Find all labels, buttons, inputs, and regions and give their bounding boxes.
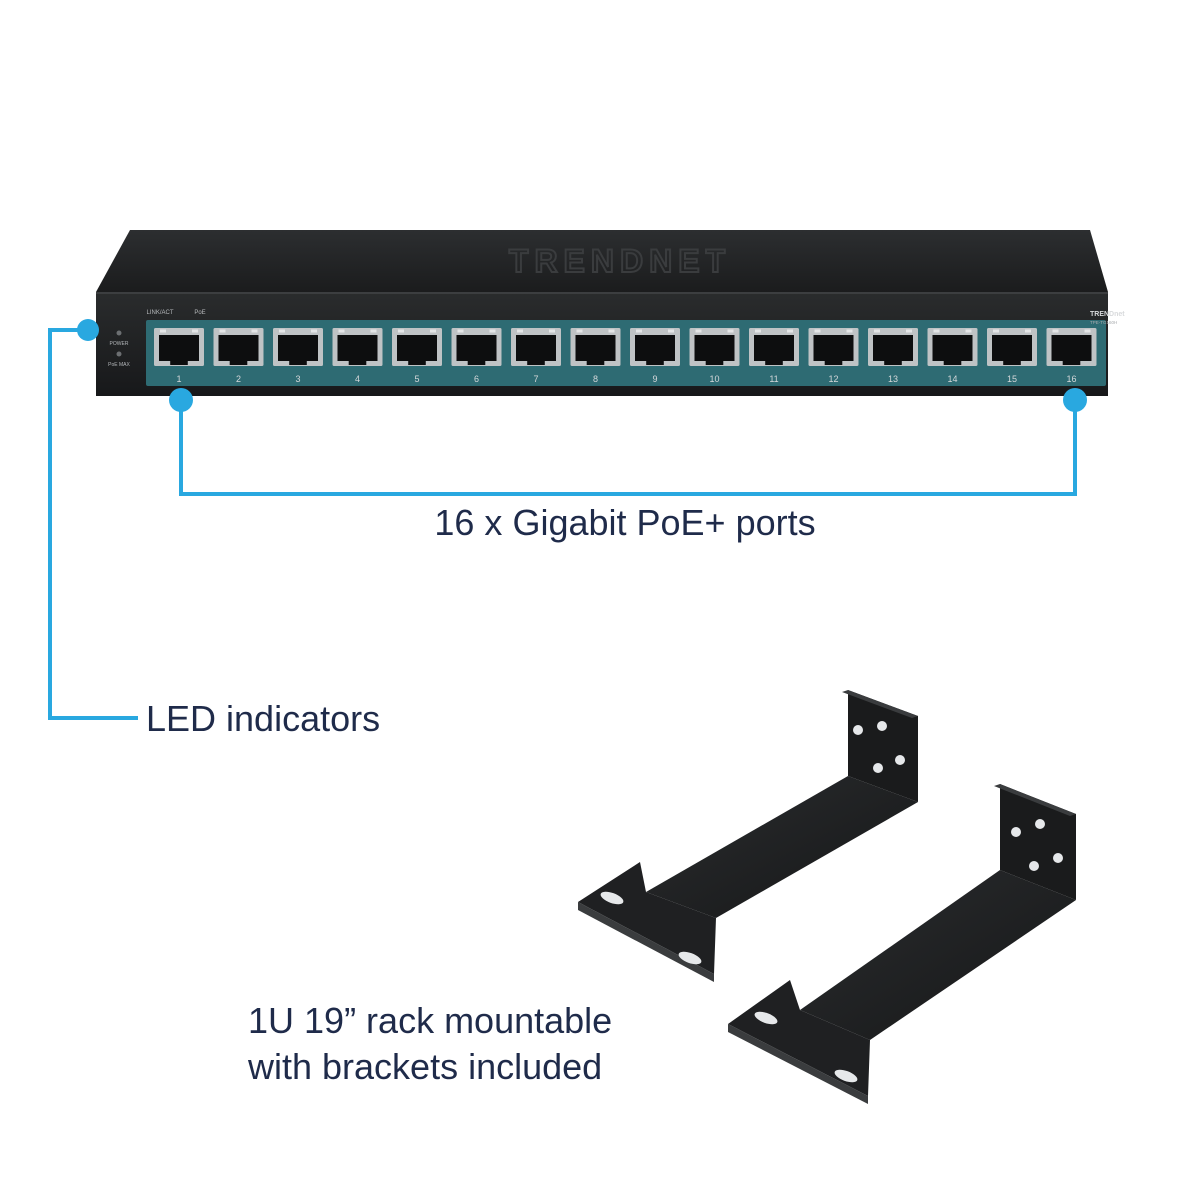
brand-label: TRENDnet bbox=[1090, 311, 1125, 318]
rack-bracket-icon bbox=[578, 690, 918, 982]
rj45-port-icon[interactable]: 3 bbox=[273, 328, 323, 384]
port-number-label: 9 bbox=[652, 374, 657, 384]
power-led-label: POWER bbox=[110, 341, 129, 347]
led-callout bbox=[48, 328, 138, 720]
port-number-label: 2 bbox=[236, 374, 241, 384]
callout-dot-icon bbox=[1063, 388, 1087, 412]
rj45-port-icon[interactable]: 7 bbox=[511, 328, 561, 384]
rj45-port-icon[interactable]: 12 bbox=[808, 328, 859, 384]
port-number-label: 1 bbox=[176, 374, 181, 384]
callout-dot-icon bbox=[77, 319, 99, 341]
rack-bracket-icon bbox=[728, 784, 1076, 1104]
port-number-label: 10 bbox=[709, 374, 719, 384]
port-number-label: 3 bbox=[295, 374, 300, 384]
rj45-port-icon[interactable]: 11 bbox=[749, 328, 799, 384]
rj45-port-icon[interactable]: 13 bbox=[868, 328, 918, 384]
rack-caption-line1: 1U 19” rack mountable bbox=[248, 1000, 613, 1041]
port-number-label: 8 bbox=[593, 374, 598, 384]
rj45-port-icon[interactable]: 15 bbox=[987, 328, 1037, 384]
rj45-port-icon[interactable]: 4 bbox=[332, 328, 383, 384]
rj45-port-icon[interactable]: 1 bbox=[154, 328, 204, 384]
power-led bbox=[116, 330, 122, 336]
switch-top bbox=[96, 230, 1108, 292]
rj45-port-icon[interactable]: 6 bbox=[451, 328, 502, 384]
poe-label: PoE bbox=[194, 310, 205, 316]
model-label: TPE-TG160H bbox=[1090, 320, 1117, 325]
rack-caption-line2: with brackets included bbox=[248, 1046, 603, 1087]
port-number-label: 4 bbox=[355, 374, 360, 384]
link-act-label: LINK/ACT bbox=[146, 310, 173, 316]
port-number-label: 16 bbox=[1066, 374, 1076, 384]
port-number-label: 7 bbox=[533, 374, 538, 384]
rj45-port-icon[interactable]: 8 bbox=[570, 328, 621, 384]
port-number-label: 6 bbox=[474, 374, 479, 384]
rj45-port-icon[interactable]: 2 bbox=[213, 328, 264, 384]
rj45-port-icon[interactable]: 14 bbox=[927, 328, 978, 384]
port-number-label: 15 bbox=[1007, 374, 1017, 384]
port-number-label: 14 bbox=[947, 374, 957, 384]
brand-emboss: TRENDNET bbox=[509, 243, 731, 279]
ports-caption: 16 x Gigabit PoE+ ports bbox=[434, 502, 816, 543]
rj45-port-icon[interactable]: 16 bbox=[1046, 328, 1097, 384]
rj45-port-icon[interactable]: 10 bbox=[689, 328, 740, 384]
port-number-label: 12 bbox=[828, 374, 838, 384]
poe-max-led-label: PoE MAX bbox=[108, 362, 130, 368]
led-indicators: POWER PoE MAX bbox=[108, 330, 130, 368]
rj45-port-icon[interactable]: 5 bbox=[392, 328, 442, 384]
poe-max-led bbox=[116, 351, 122, 357]
led-caption: LED indicators bbox=[146, 698, 381, 739]
port-number-label: 5 bbox=[414, 374, 419, 384]
callout-dot-icon bbox=[169, 388, 193, 412]
port-panel bbox=[146, 320, 1106, 386]
rj45-port-icon[interactable]: 9 bbox=[630, 328, 680, 384]
port-number-label: 13 bbox=[888, 374, 898, 384]
rack-caption: 1U 19” rack mountable with brackets incl… bbox=[248, 998, 612, 1090]
port-number-label: 11 bbox=[769, 374, 778, 384]
ports-callout bbox=[179, 400, 1077, 496]
